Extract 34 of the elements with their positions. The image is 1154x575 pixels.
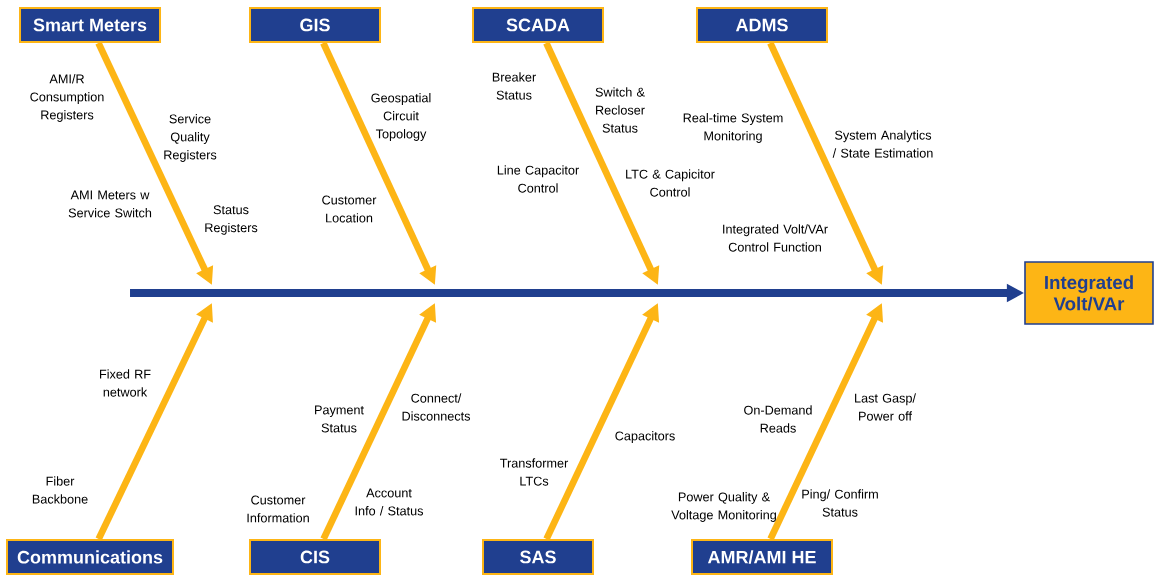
cause-label: Connect/ Disconnects <box>402 393 471 421</box>
category-box: SAS <box>482 539 594 575</box>
cause-label: Account Info / Status <box>355 488 424 516</box>
cause-label: Line Capacitor Control <box>497 165 579 193</box>
category-box: Communications <box>6 539 174 575</box>
category-box: CIS <box>249 539 381 575</box>
cause-label: Power Quality & Voltage Monitoring <box>671 492 776 522</box>
category-box: AMR/AMI HE <box>691 539 833 575</box>
cause-label: LTC & Capicitor Control <box>626 169 715 197</box>
cause-label: Integrated Volt/VAr Control Function <box>723 224 828 252</box>
cause-label: Last Gasp/ Power off <box>855 393 916 421</box>
cause-label: On-Demand Reads <box>744 405 812 433</box>
cause-label: Real-time System Monitoring <box>683 113 783 143</box>
cause-label: Breaker Status <box>492 72 536 100</box>
category-box: GIS <box>249 7 381 43</box>
cause-label: Customer Information <box>247 495 309 523</box>
cause-label: Status Registers <box>205 205 258 235</box>
effect-box: Integrated Volt/VAr <box>1024 261 1154 325</box>
cause-label: Capacitors <box>615 431 675 443</box>
cause-label: Geospatial Circuit Topology <box>371 93 431 141</box>
cause-label: Fixed RF network <box>100 369 151 397</box>
cause-label: Payment Status <box>315 405 364 433</box>
category-box: SCADA <box>472 7 604 43</box>
category-box: Smart Meters <box>19 7 161 43</box>
cause-label: Transformer LTCs <box>500 458 569 486</box>
cause-label: Ping/ Confirm Status <box>802 489 878 517</box>
cause-label: Service Quality Registers <box>164 114 217 162</box>
cause-label: System Analytics / State Estimation <box>832 130 933 158</box>
cause-label: AMI Meters w Service Switch <box>68 190 152 218</box>
cause-label: Customer Location <box>322 195 377 223</box>
category-box: ADMS <box>696 7 828 43</box>
cause-label: Fiber Backbone <box>32 476 88 504</box>
cause-label: Switch & Recloser Status <box>595 87 645 133</box>
cause-label: AMI/R Consumption Registers <box>30 74 104 122</box>
